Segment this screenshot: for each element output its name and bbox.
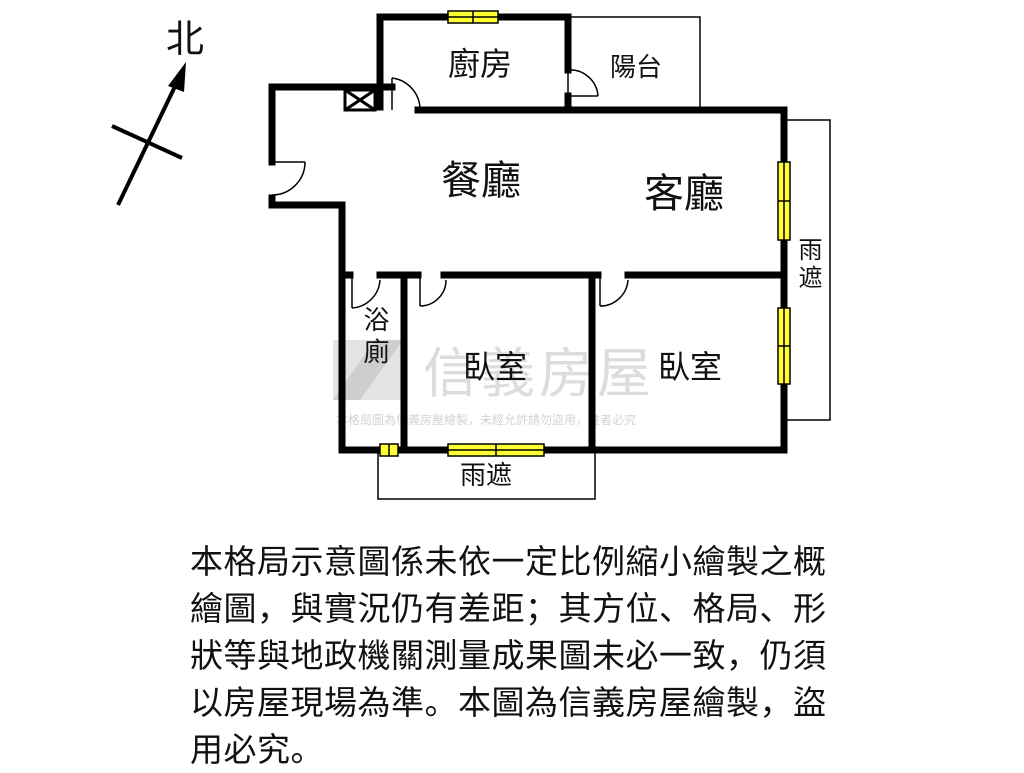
rain-shelter-east-outline (786, 119, 831, 421)
compass-arrow-head (168, 62, 186, 92)
compass-arrow-line (116, 75, 182, 206)
bathroom-window (379, 443, 399, 457)
doors (271, 69, 629, 309)
bedroom-east-door (599, 275, 629, 307)
room-label-kitchen: 廚房 (448, 45, 512, 83)
entrance-door (271, 161, 306, 196)
living-window (777, 161, 791, 241)
room-label-rain-shelter-south: 雨遮 (460, 461, 512, 491)
bedroom-west-door (419, 275, 447, 307)
balcony-door (567, 69, 599, 97)
room-label-rain-shelter-east: 雨遮 (794, 237, 822, 293)
watermark-brand: 信義房屋 (423, 342, 655, 405)
compass-cross-line (111, 124, 183, 160)
room-label-living: 客廳 (644, 171, 724, 217)
vent-shaft (343, 88, 377, 112)
room-label-bathroom: 浴廁 (359, 306, 389, 370)
kitchen-door (391, 77, 421, 111)
windows (379, 10, 791, 457)
floor-plan: 北 信義房屋 本格局圖為信義房屋繪製，未經允許請勿盜用，違者必究 (111, 10, 831, 500)
room-label-bedroom-east: 臥室 (658, 348, 722, 386)
room-label-dining: 餐廳 (441, 158, 521, 204)
bedroom-east-window (777, 307, 791, 385)
north-label: 北 (166, 17, 204, 61)
kitchen-window (447, 10, 499, 24)
watermark: 信義房屋 本格局圖為信義房屋繪製，未經允許請勿盜用，違者必究 (333, 340, 655, 427)
room-labels: 廚房 陽台 餐廳 客廳 雨遮 浴廁 臥室 臥室 雨遮 (359, 45, 822, 491)
balcony-outline (568, 16, 701, 107)
compass: 北 (111, 17, 204, 206)
bathroom-door (351, 275, 381, 309)
outer-structures (377, 16, 831, 500)
watermark-notice: 本格局圖為信義房屋繪製，未經允許請勿盜用，違者必究 (336, 412, 636, 427)
room-label-bedroom-west: 臥室 (463, 348, 527, 386)
bedroom-west-window (447, 443, 545, 457)
room-label-balcony: 陽台 (610, 53, 662, 83)
rain-shelter-south-outline (377, 450, 596, 500)
walls (268, 13, 788, 454)
disclaimer-text: 本格局示意圖係未依一定比例縮小繪製之概 繪圖，與實況仍有差距；其方位、格局、形 … (190, 542, 827, 769)
